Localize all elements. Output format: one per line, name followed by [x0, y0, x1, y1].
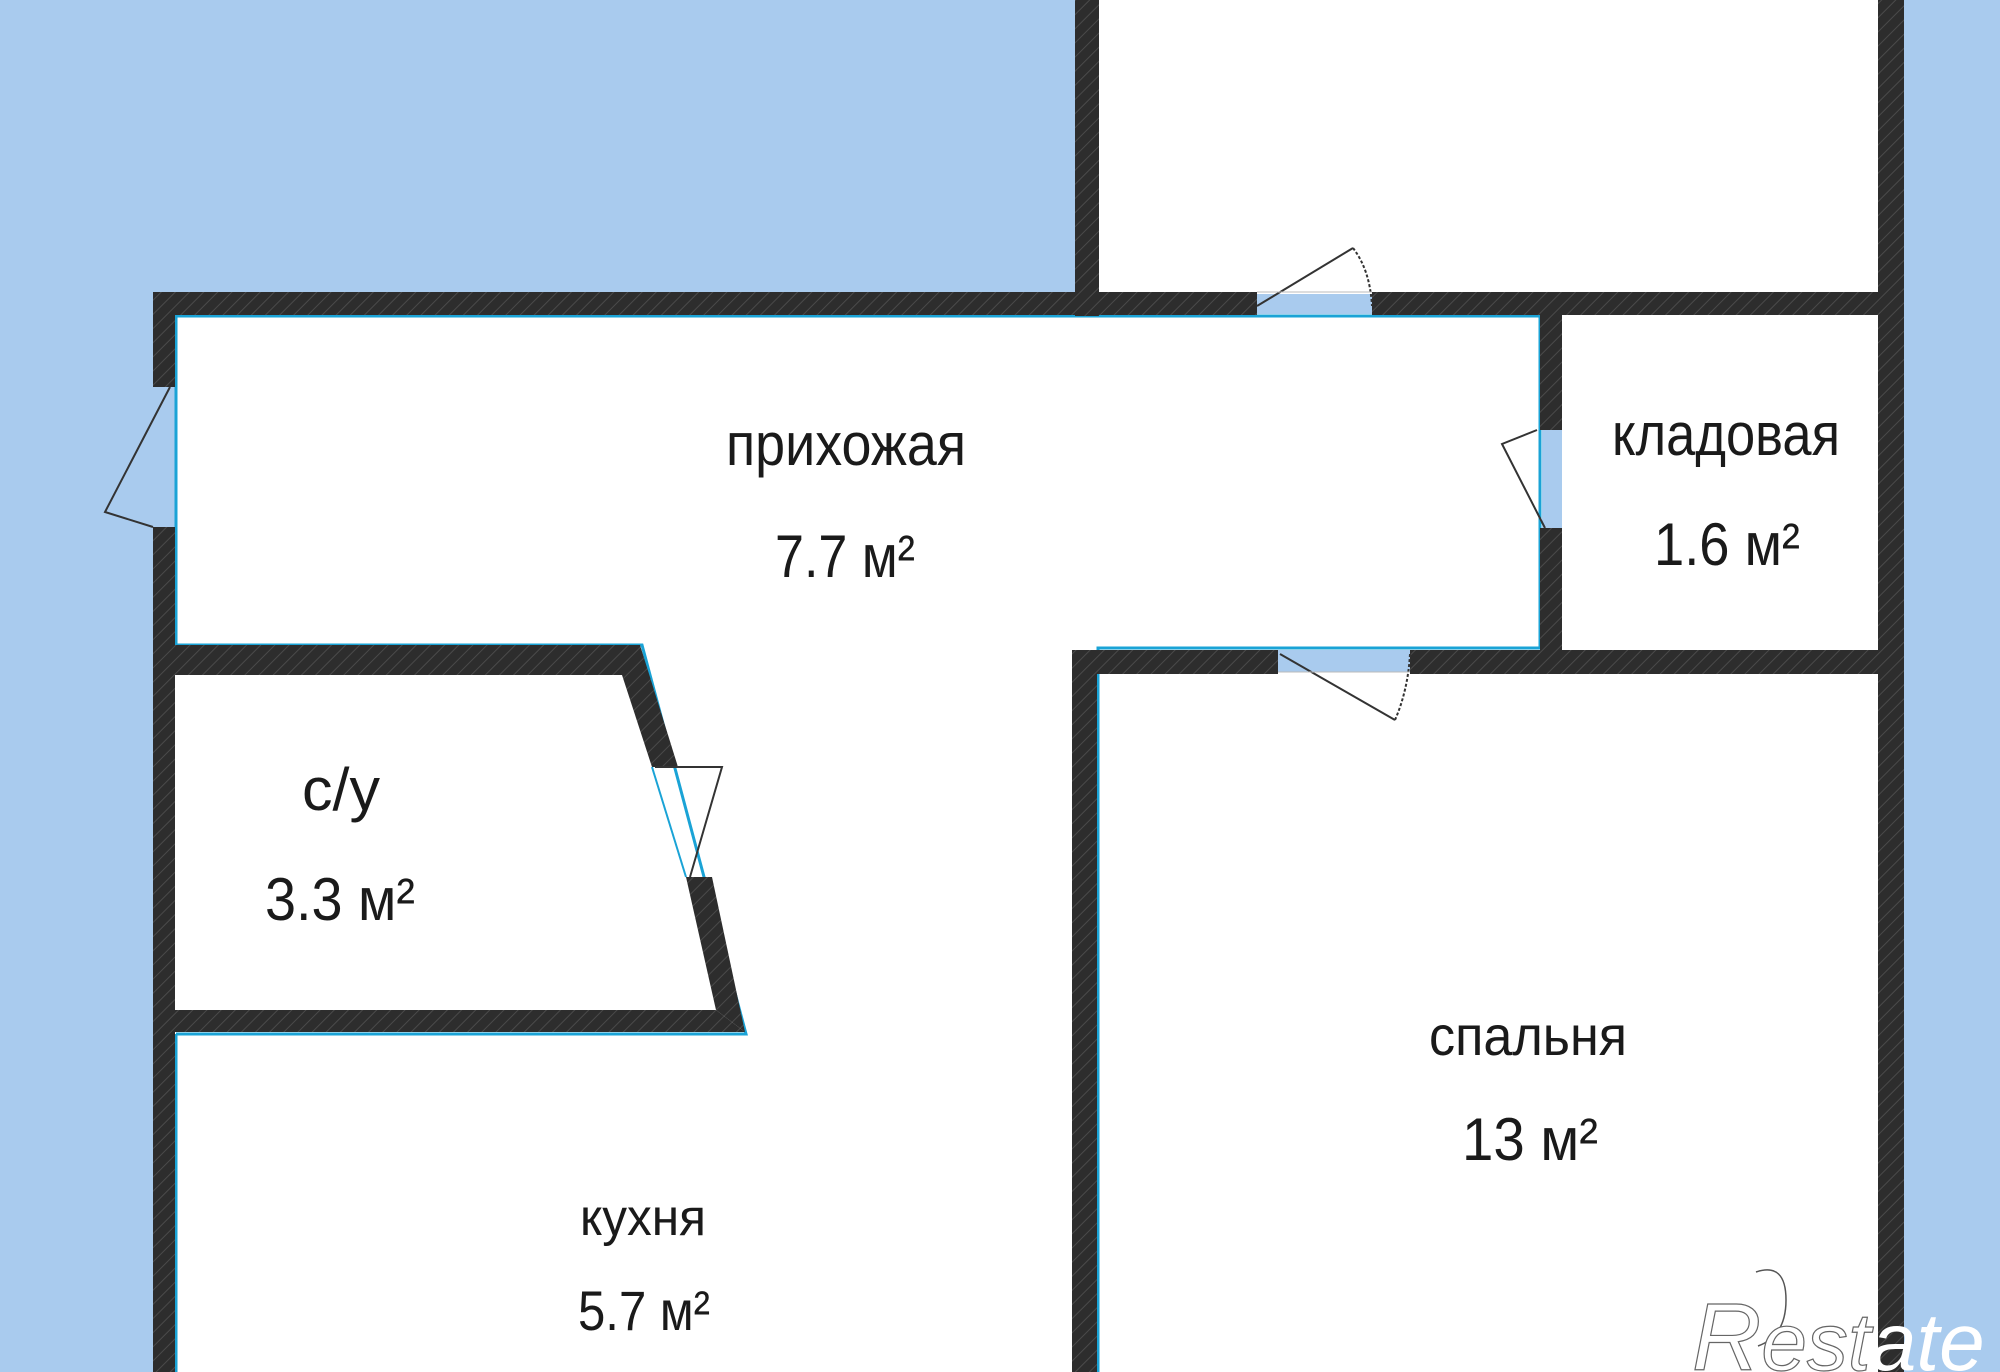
bedroom-floor: [1096, 672, 1880, 1372]
storage-door[interactable]: [1500, 429, 1546, 529]
bedroom-door[interactable]: [1278, 653, 1411, 721]
storage-area: 1.6 м²: [1654, 511, 1800, 578]
kitchen-name: кухня: [580, 1189, 706, 1247]
bathroom-name: с/у: [302, 756, 380, 823]
wall-bath-slant-upper: [622, 645, 678, 767]
hallway-area: 7.7 м²: [775, 523, 915, 590]
wall-left-upper: [153, 292, 175, 387]
wall-storage-upper: [1540, 314, 1562, 430]
wall-right: [1878, 0, 1904, 1372]
logo-signal-icon: [1747, 1275, 1772, 1342]
doors: [103, 247, 1546, 878]
wall-upper-left: [1075, 0, 1099, 316]
wall-bath-bottom: [153, 1010, 745, 1032]
wall-bath-slant-lower: [686, 877, 745, 1032]
hallway-name: прихожая: [726, 411, 966, 478]
wall-storage-lower: [1540, 528, 1562, 650]
logo-mid: est: [1761, 1297, 1874, 1372]
wall-mid-right: [1410, 650, 1890, 674]
upper-room-door[interactable]: [1256, 247, 1373, 307]
wall-top-right: [1372, 292, 1892, 315]
kitchen-area: 5.7 м²: [578, 1279, 710, 1342]
bedroom-name: спальня: [1429, 1004, 1627, 1067]
kitchen-floor: [172, 640, 1074, 1372]
storage-floor: [1562, 314, 1880, 650]
upper-room-floor: [1098, 0, 1880, 294]
wall-mid-left: [1072, 650, 1278, 674]
bedroom-area: 13 м²: [1462, 1106, 1598, 1173]
walls: [153, 0, 1904, 1372]
wall-top-left: [153, 292, 1257, 315]
logo-suffix: ate: [1871, 1297, 1985, 1372]
svg-text:Restate: Restate: [1692, 1284, 1985, 1372]
wall-left-lower: [153, 527, 175, 1372]
logo-prefix: R: [1692, 1284, 1761, 1372]
hallway-floor: [175, 314, 1542, 650]
wall-bedroom-left: [1072, 650, 1097, 1372]
entry-door[interactable]: [103, 386, 171, 528]
wall-bath-top: [153, 645, 633, 675]
restate-watermark-logo: Restate: [1691, 1269, 1985, 1372]
storage-name: кладовая: [1612, 401, 1840, 468]
bathroom-area: 3.3 м²: [265, 866, 415, 933]
room-labels: прихожая 7.7 м² кладовая 1.6 м² с/у 3.3 …: [265, 401, 1840, 1342]
floor-areas: [172, 0, 1880, 1372]
bathroom-door[interactable]: [651, 766, 724, 878]
